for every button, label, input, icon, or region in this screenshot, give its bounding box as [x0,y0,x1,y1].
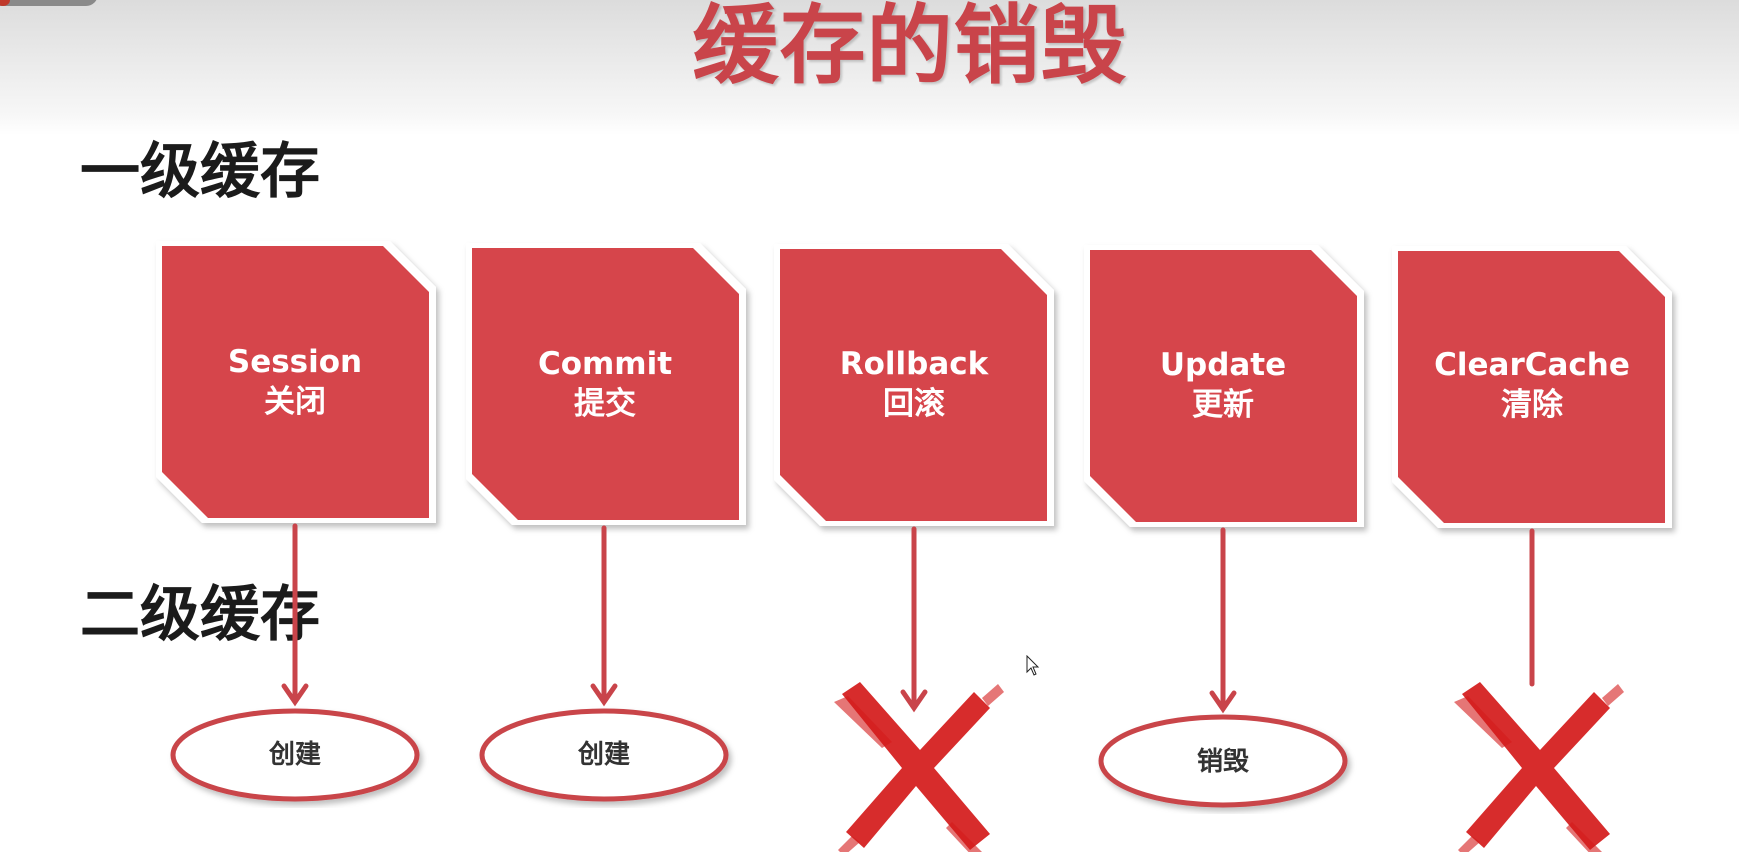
result-label-update: 销毁 [1196,747,1249,777]
operation-name-cn: 更新 [1192,387,1254,423]
cross-mark-icon [834,682,1004,852]
title-banner [0,0,1739,135]
operation-name-cn: 提交 [574,386,636,422]
operation-name-cn: 关闭 [264,384,326,420]
operation-name-cn: 回滚 [883,386,945,422]
window-corner-tab [0,0,98,6]
operation-name: Rollback [839,346,989,382]
operation-box-session [156,241,436,523]
result-oval-commit [479,708,729,802]
operation-box-rollback [774,244,1054,526]
page-title: 缓存的销毁 [692,0,1128,96]
operation-label-update: Update 更新 [1103,345,1343,425]
operation-name-cn: 清除 [1501,387,1563,423]
operation-label-commit: Commit 提交 [485,344,725,424]
mouse-cursor-icon [1026,655,1040,676]
result-oval-update [1098,714,1348,808]
connector-arrow-rollback [900,526,928,713]
operation-box-clearcache [1392,246,1672,528]
first-level-cache-label: 一级缓存 [80,137,320,207]
connector-arrow-commit [590,525,618,707]
cross-mark-icon [1454,682,1624,852]
operation-name: Commit [537,346,673,382]
connector-arrow-session [281,523,309,707]
operation-name: Session [227,344,363,380]
result-oval-session [170,708,420,802]
operation-label-session: Session 关闭 [175,342,415,422]
operation-label-rollback: Rollback 回滚 [794,344,1034,424]
operation-box-update [1084,245,1364,527]
close-dot-icon[interactable] [0,0,10,6]
operation-name: Update [1159,347,1287,383]
result-label-session: 创建 [268,740,321,770]
connector-arrow-update [1209,527,1237,714]
operation-name: ClearCache [1434,347,1630,383]
operation-label-clearcache: ClearCache 清除 [1412,345,1652,425]
operation-box-commit [466,243,746,525]
second-level-cache-label: 二级缓存 [80,580,320,650]
result-label-commit: 创建 [577,740,630,770]
